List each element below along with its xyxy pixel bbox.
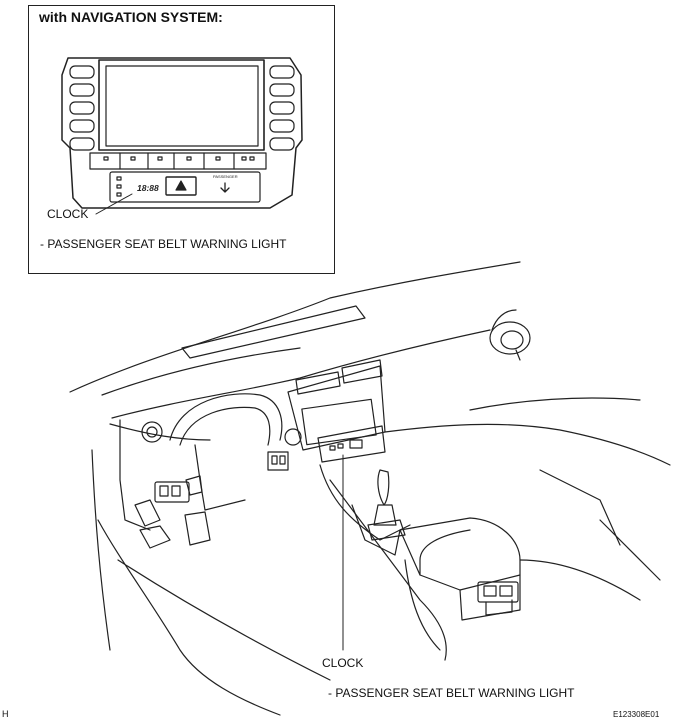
inset-frame xyxy=(28,5,335,274)
main-clock-label: CLOCK xyxy=(322,656,364,670)
inset-clock-label: CLOCK xyxy=(47,207,89,221)
inset-clock-leader xyxy=(95,193,133,215)
navigation-head-unit xyxy=(61,57,303,209)
page-letter: H xyxy=(2,709,9,719)
inset-clock-display: 18:88 xyxy=(137,183,159,193)
inset-passenger-seat-belt-label: - PASSENGER SEAT BELT WARNING LIGHT xyxy=(40,237,287,251)
figure-code: E123308E01 xyxy=(613,710,660,719)
inset-title: with NAVIGATION SYSTEM: xyxy=(39,9,223,25)
dashboard-interior xyxy=(69,261,671,716)
main-passenger-seat-belt-label: - PASSENGER SEAT BELT WARNING LIGHT xyxy=(328,686,575,700)
inset-passenger-indicator: PASSENGER xyxy=(213,174,238,179)
